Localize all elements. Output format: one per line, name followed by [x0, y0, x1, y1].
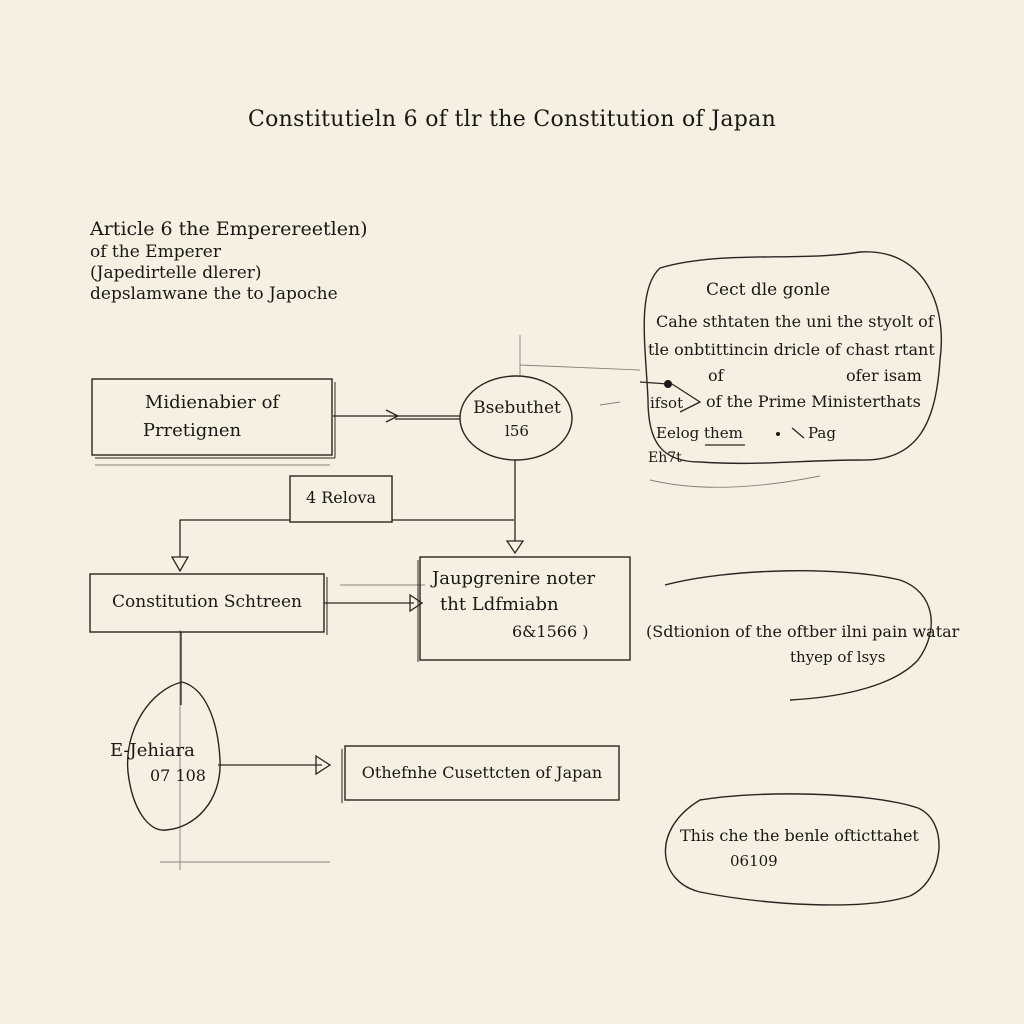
- cloud-top-note: [643, 251, 942, 465]
- center-box-text-1: Jaupgrenire noter: [432, 568, 596, 589]
- cloud-text-1: Cect dle gonle: [706, 280, 831, 300]
- small-box: [289, 475, 393, 523]
- cloud-dot: [776, 432, 780, 436]
- blob-text-2: 07 108: [150, 766, 206, 785]
- ellipse-text-2: l56: [505, 422, 529, 440]
- arrow-head: [315, 754, 332, 776]
- cloud-trail: [649, 475, 821, 488]
- small-box-text: 4 Relova: [305, 488, 377, 507]
- center-box-text-3: 6&1566 ): [512, 622, 589, 641]
- ellipse-text-1: Bsebuthet: [473, 398, 561, 418]
- article-line-4: depslamwane the to Japoche: [90, 284, 338, 305]
- cloud-pointer: [639, 381, 669, 385]
- guide-line: [519, 364, 641, 371]
- top-left-box: [91, 378, 333, 456]
- guide-line: [599, 401, 621, 406]
- ellipse-node: [459, 375, 573, 461]
- cloud-tick: [791, 427, 805, 439]
- bottom-box: [344, 745, 620, 801]
- cloud-text-4: of: [708, 366, 724, 385]
- article-block: Article 6 the Emperereetlen) of the Empe…: [90, 218, 368, 306]
- cloud-text-6: ifsot: [650, 394, 684, 412]
- cloud-text-9: Pag: [808, 424, 836, 442]
- arrow-head: [170, 556, 190, 573]
- cloud-text-5: ofer isam: [846, 366, 922, 385]
- cloud-text-7: of the Prime Ministerthats: [706, 392, 921, 411]
- cloud-text-8: Eelog them: [656, 424, 743, 442]
- oval-bottom-right: [664, 793, 940, 906]
- top-left-box-text-1: Midienabier of: [144, 392, 280, 413]
- article-line-1: Article 6 the Emperereetlen): [90, 218, 368, 240]
- cloud-text-2: Cahe sthtaten the uni the styolt of: [656, 312, 934, 331]
- arrow-head: [385, 409, 400, 423]
- constitution-box-text: Constitution Schtreen: [112, 592, 302, 612]
- blob-text-1: E-Jehiara: [110, 740, 195, 761]
- cloud-pointer-dot: [664, 380, 672, 388]
- article-line-3: (Japedirtelle dlerer): [90, 263, 262, 283]
- page-title: Constitutieln 6 of tlr the Constitution …: [247, 107, 777, 132]
- swoosh-right-middle: [664, 570, 932, 701]
- bottom-right-note-1: This che the benle ofticttahet: [680, 826, 919, 845]
- cloud-text-10: Eh7t: [648, 450, 682, 466]
- cloud-pointer-lines: [671, 383, 702, 413]
- cloud-text-3: tle onbtittincin dricle of chast rtant: [648, 340, 935, 359]
- blob-node: [126, 681, 221, 831]
- bottom-right-note-2: 06109: [730, 852, 778, 870]
- right-middle-note-2: thyep of lsys: [790, 648, 886, 666]
- article-line-2: of the Emperer: [90, 241, 221, 262]
- connector-to-constitution: [179, 519, 290, 557]
- right-middle-note-1: (Sdtionion of the oftber ilni pain watar: [646, 622, 960, 641]
- top-left-box-text-2: Prretignen: [142, 420, 242, 441]
- center-box: [419, 556, 631, 661]
- center-box-text-2: tht Ldfmiabn: [440, 594, 559, 615]
- arrow-head: [409, 593, 424, 613]
- bottom-box-text: Othefnhe Cusettcten of Japan: [361, 763, 603, 782]
- arrow-head: [505, 540, 525, 555]
